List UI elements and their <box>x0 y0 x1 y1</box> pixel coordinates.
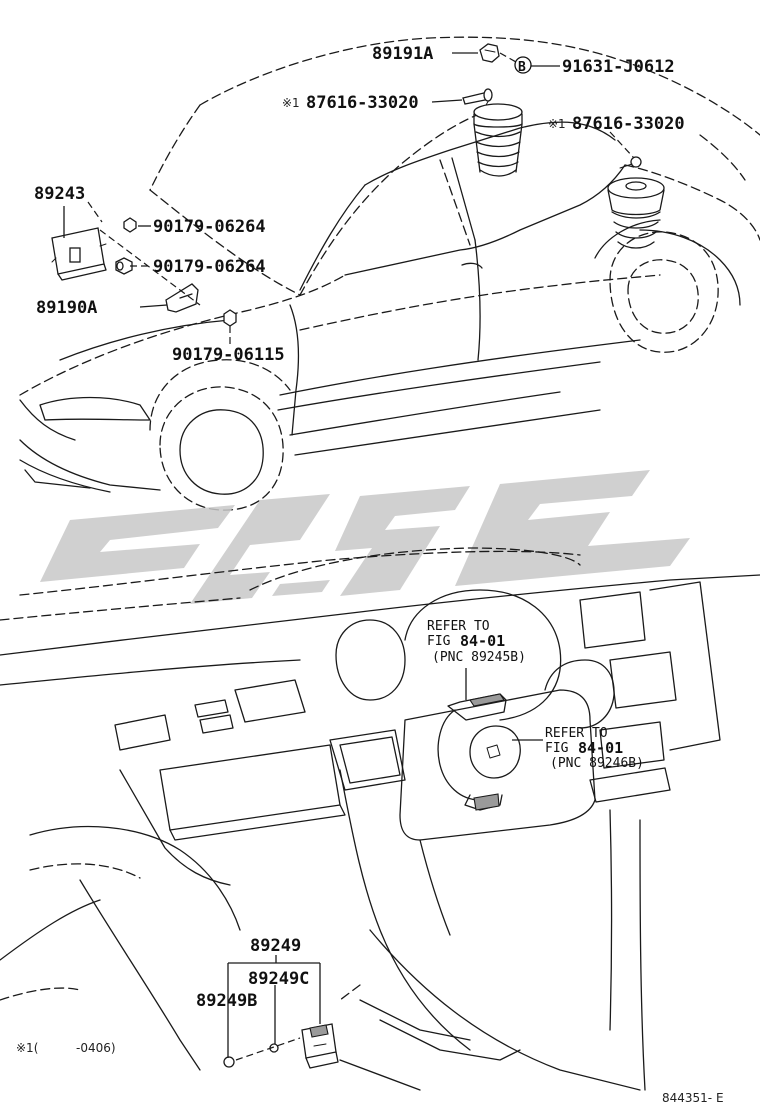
label-89191a: 89191A <box>372 44 433 64</box>
label-89249c: 89249C <box>248 969 309 989</box>
bracket-89190a <box>165 283 199 313</box>
clock-spring-89245b <box>437 693 507 811</box>
callout-b-letter: B <box>518 60 526 75</box>
leader-lines <box>63 52 635 1061</box>
nut-90179-b <box>115 257 133 275</box>
note-mark-right: ※1 <box>548 117 566 131</box>
label-89190a: 89190A <box>36 298 97 318</box>
footnote-mark: ※1( <box>16 1041 38 1055</box>
ref2-line2: FIG <box>545 741 569 756</box>
diagram-id: 844351- E <box>662 1091 724 1105</box>
nut-90179-a <box>123 217 137 233</box>
ecu-89243 <box>51 227 107 281</box>
car-body-illustration <box>19 36 760 511</box>
ref1-line2: FIG <box>427 634 451 649</box>
label-89243: 89243 <box>34 184 85 204</box>
label-91631: 91631-J0612 <box>562 57 675 77</box>
watermark-logo <box>40 470 690 604</box>
label-87616-left: 87616-33020 <box>306 93 419 113</box>
bolt-87616-left <box>462 88 493 105</box>
sensor-89191a <box>479 43 500 63</box>
steering-hub <box>469 725 521 779</box>
dashboard-illustration <box>0 547 760 1091</box>
ref2-pnc: (PNC 89246B) <box>550 756 644 771</box>
label-90179-a: 90179-06264 <box>153 217 266 237</box>
ref2-fig: 84-01 <box>578 739 623 757</box>
part-labels: 89191A B 91631-J0612 ※1 87616-33020 ※1 8… <box>16 44 724 1105</box>
switch-89249 <box>301 1023 339 1069</box>
rear-spring-right <box>607 177 665 249</box>
ref1-pnc: (PNC 89245B) <box>432 650 526 665</box>
screw-89249b <box>223 1056 235 1068</box>
label-89249: 89249 <box>250 936 301 956</box>
footnote-range: -0406) <box>76 1041 116 1055</box>
bolt-87616-right <box>619 156 642 169</box>
ref1-line1: REFER TO <box>427 619 490 634</box>
ref2-line1: REFER TO <box>545 726 608 741</box>
label-90179-c: 90179-06115 <box>172 345 285 365</box>
rear-spring-left <box>473 94 523 177</box>
label-87616-right: 87616-33020 <box>572 114 685 134</box>
label-90179-b: 90179-06264 <box>153 257 266 277</box>
note-mark-left: ※1 <box>282 96 300 110</box>
upper-parts <box>51 43 665 327</box>
ref1-fig: 84-01 <box>460 632 505 650</box>
nut-90179-c <box>223 309 237 327</box>
callout-circle-b <box>514 56 532 74</box>
label-89249b: 89249B <box>196 991 257 1011</box>
